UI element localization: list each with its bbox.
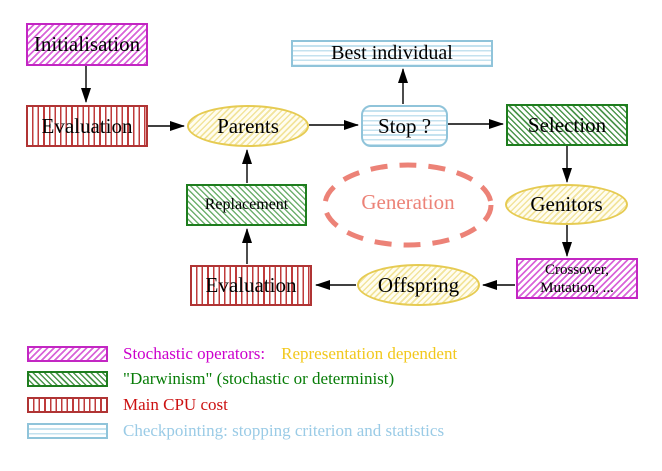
legend-label-checkpointing: Checkpointing: stopping criterion and st… [123, 421, 445, 440]
crossover-line2: Mutation, ... [540, 279, 614, 296]
legend-row-stochastic-operators: Stochastic operators: Representation dep… [27, 344, 457, 364]
legend-swatch-red-stripes [27, 397, 108, 413]
legend-row-main-cpu-cost: Main CPU cost [27, 395, 228, 415]
node-parents: Parents [187, 105, 309, 147]
legend-row-darwinism: "Darwinism" (stochastic or determinist) [27, 369, 394, 389]
generation-label: Generation [361, 190, 455, 214]
node-evaluation-top: Evaluation [26, 105, 148, 147]
legend-swatch-green-hatch [27, 371, 108, 387]
legend-label-main-cpu-cost: Main CPU cost [123, 395, 228, 414]
node-crossover-mutation: Crossover, Mutation, ... [516, 258, 638, 299]
legend-row-checkpointing: Checkpointing: stopping criterion and st… [27, 421, 444, 441]
legend-label-stochastic-operators: Stochastic operators: [123, 344, 266, 363]
legend-swatch-magenta-hatch [27, 346, 108, 362]
node-replacement: Replacement [186, 184, 307, 226]
node-initialisation: Initialisation [26, 23, 148, 66]
node-evaluation-bottom: Evaluation [190, 265, 312, 306]
legend-label-darwinism: "Darwinism" (stochastic or determinist) [123, 369, 395, 388]
node-offspring: Offspring [357, 264, 480, 306]
crossover-line1: Crossover, [545, 261, 609, 278]
node-stop: Stop ? [361, 105, 448, 147]
node-selection: Selection [506, 104, 628, 146]
node-best-individual: Best individual [291, 40, 493, 67]
legend-swatch-cyan-stripes [27, 423, 108, 439]
generation-dashed-ellipse [322, 162, 494, 248]
node-genitors: Genitors [505, 184, 628, 225]
legend-label-representation-dependent: Representation dependent [281, 344, 458, 363]
